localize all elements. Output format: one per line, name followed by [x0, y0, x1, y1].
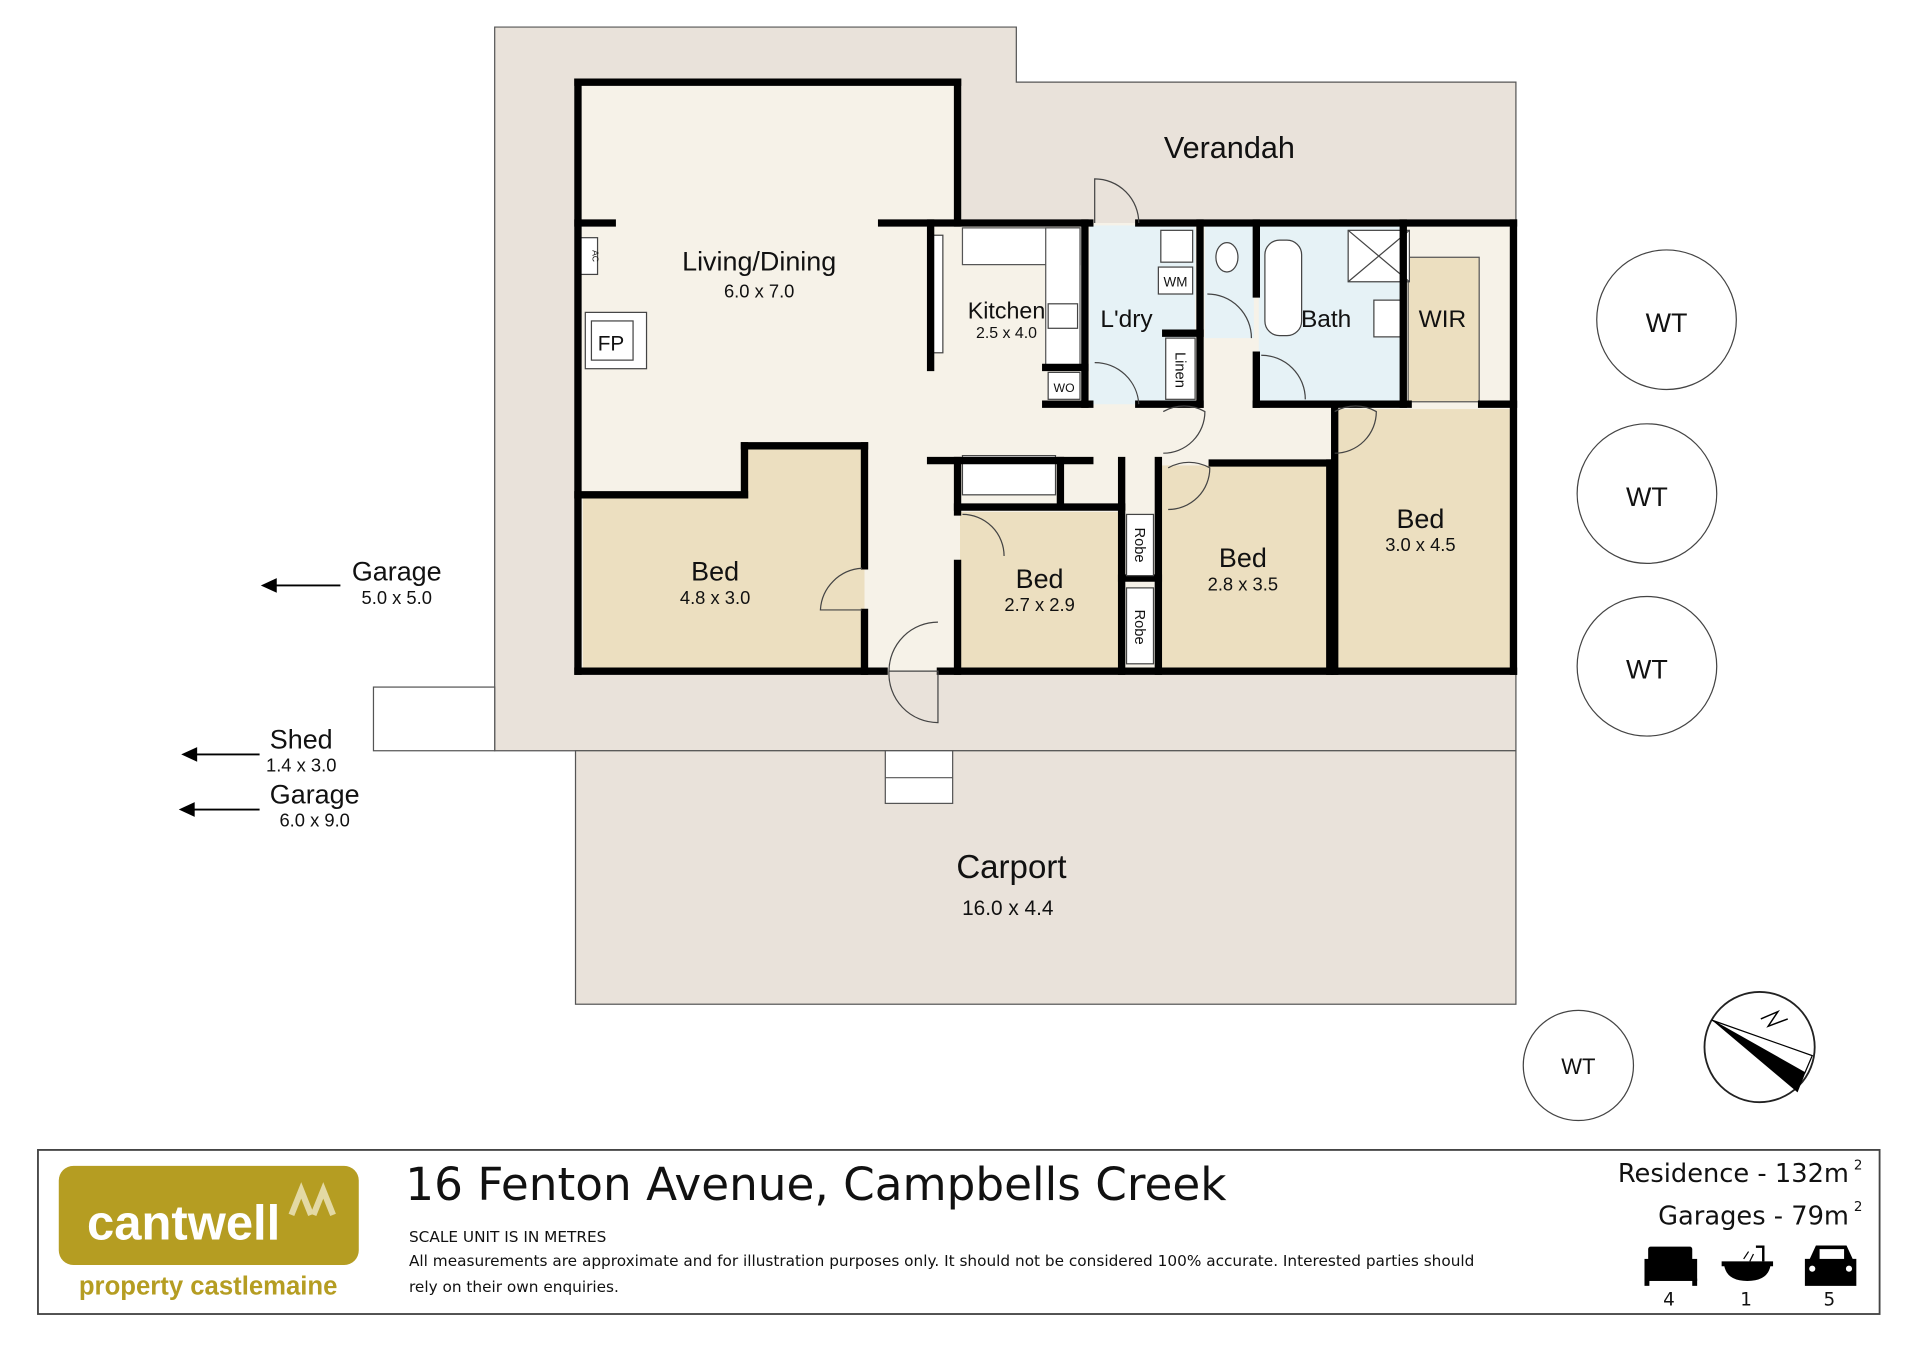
fp-label: FP: [598, 332, 625, 355]
ac-label: AC: [591, 250, 601, 262]
bed2-dims: 2.7 x 2.9: [1004, 594, 1074, 615]
disclaimer-line-1: All measurements are approximate and for…: [409, 1252, 1474, 1270]
shed-label: Shed: [270, 724, 333, 754]
bath-basin: [1373, 299, 1402, 338]
living-dims: 6.0 x 7.0: [724, 281, 794, 302]
bed2-label: Bed: [1016, 564, 1064, 594]
entry-steps: [884, 750, 954, 805]
bathtub: [1264, 239, 1303, 337]
linen-label: Linen: [1172, 352, 1188, 388]
garage2-pointer: Garage 6.0 x 9.0: [178, 779, 360, 831]
toilet: [1215, 241, 1239, 273]
svg-text:WT: WT: [1561, 1054, 1595, 1079]
bed-count: 4: [1663, 1289, 1675, 1310]
bath-icon: [1721, 1245, 1774, 1281]
bed4-dims: 3.0 x 4.5: [1385, 534, 1455, 555]
laundry-trough: [1160, 229, 1194, 263]
disclaimer-line-2: rely on their own enquiries.: [409, 1278, 619, 1296]
water-tank: WT: [1576, 595, 1718, 737]
brand-logo: cantwell property castlemaine: [58, 1165, 359, 1300]
wir-label: WIR: [1419, 306, 1467, 333]
verandah-label: Verandah: [1164, 131, 1295, 165]
bath-label: Bath: [1301, 306, 1351, 333]
svg-text:property castlemaine: property castlemaine: [79, 1272, 338, 1300]
robe-label-1: Robe: [1131, 527, 1147, 562]
bed3-dims: 2.8 x 3.5: [1208, 573, 1278, 594]
robe-label-2: Robe: [1131, 610, 1147, 645]
garage2-label: Garage: [270, 779, 360, 809]
wir-area: [1407, 256, 1480, 403]
carport-label: Carport: [956, 849, 1066, 886]
bed1-label: Bed: [691, 557, 739, 587]
water-tank: WT: [1596, 249, 1737, 391]
cooktop: [1047, 303, 1079, 329]
scale-note: SCALE UNIT IS IN METRES: [409, 1228, 606, 1246]
garage1-pointer: Garage 5.0 x 5.0: [260, 557, 442, 608]
carport-area: [574, 750, 1517, 1005]
sunroom-area: [577, 82, 958, 223]
shed-outline: [372, 686, 496, 752]
svg-text:WT: WT: [1646, 308, 1688, 338]
bath-count: 1: [1740, 1289, 1752, 1310]
water-tank: WT: [1522, 1009, 1635, 1122]
bed-icon: [1644, 1246, 1698, 1286]
shed-dims: 1.4 x 3.0: [266, 755, 336, 776]
bed1-dims: 4.8 x 3.0: [680, 587, 750, 608]
svg-text:WT: WT: [1626, 655, 1668, 685]
washing-machine: [1157, 266, 1194, 295]
living-label: Living/Dining: [682, 247, 836, 277]
garage1-label: Garage: [352, 557, 442, 587]
laundry-label: L'dry: [1100, 306, 1153, 333]
svg-text:cantwell: cantwell: [87, 1196, 280, 1250]
shed-pointer: Shed 1.4 x 3.0: [181, 724, 336, 776]
bed2-area: [960, 511, 1122, 669]
doors: [819, 178, 1377, 724]
garages-area: Garages - 79m: [1658, 1202, 1849, 1232]
north-compass-icon: [1703, 991, 1816, 1104]
water-tank: WT: [1576, 423, 1718, 565]
kitchen-dims: 2.5 x 4.0: [976, 325, 1037, 342]
residence-area-sup: 2: [1854, 1159, 1863, 1174]
walls: [574, 78, 1518, 675]
bed4-area: [1334, 409, 1512, 669]
wm-label: WM: [1164, 275, 1188, 290]
car-count: 5: [1824, 1289, 1836, 1310]
property-address: 16 Fenton Avenue, Campbells Creek: [405, 1158, 1227, 1211]
svg-text:WT: WT: [1626, 482, 1668, 512]
kitchen-side-bench: [1045, 227, 1081, 369]
garages-area-sup: 2: [1854, 1200, 1863, 1215]
wall-oven: [1047, 371, 1081, 400]
bed1-area: [582, 445, 865, 669]
bed3-area: [1160, 465, 1328, 669]
bed4-label: Bed: [1396, 504, 1444, 534]
shower: [1347, 229, 1410, 283]
carport-dims: 16.0 x 4.4: [962, 897, 1053, 920]
garage1-dims: 5.0 x 5.0: [362, 587, 432, 608]
residence-area: Residence - 132m: [1618, 1159, 1849, 1189]
wo-label: WO: [1054, 381, 1075, 395]
bed3-label: Bed: [1219, 543, 1267, 573]
garage2-dims: 6.0 x 9.0: [279, 810, 349, 831]
kitchen-label: Kitchen: [968, 298, 1046, 324]
car-icon: [1804, 1245, 1857, 1286]
